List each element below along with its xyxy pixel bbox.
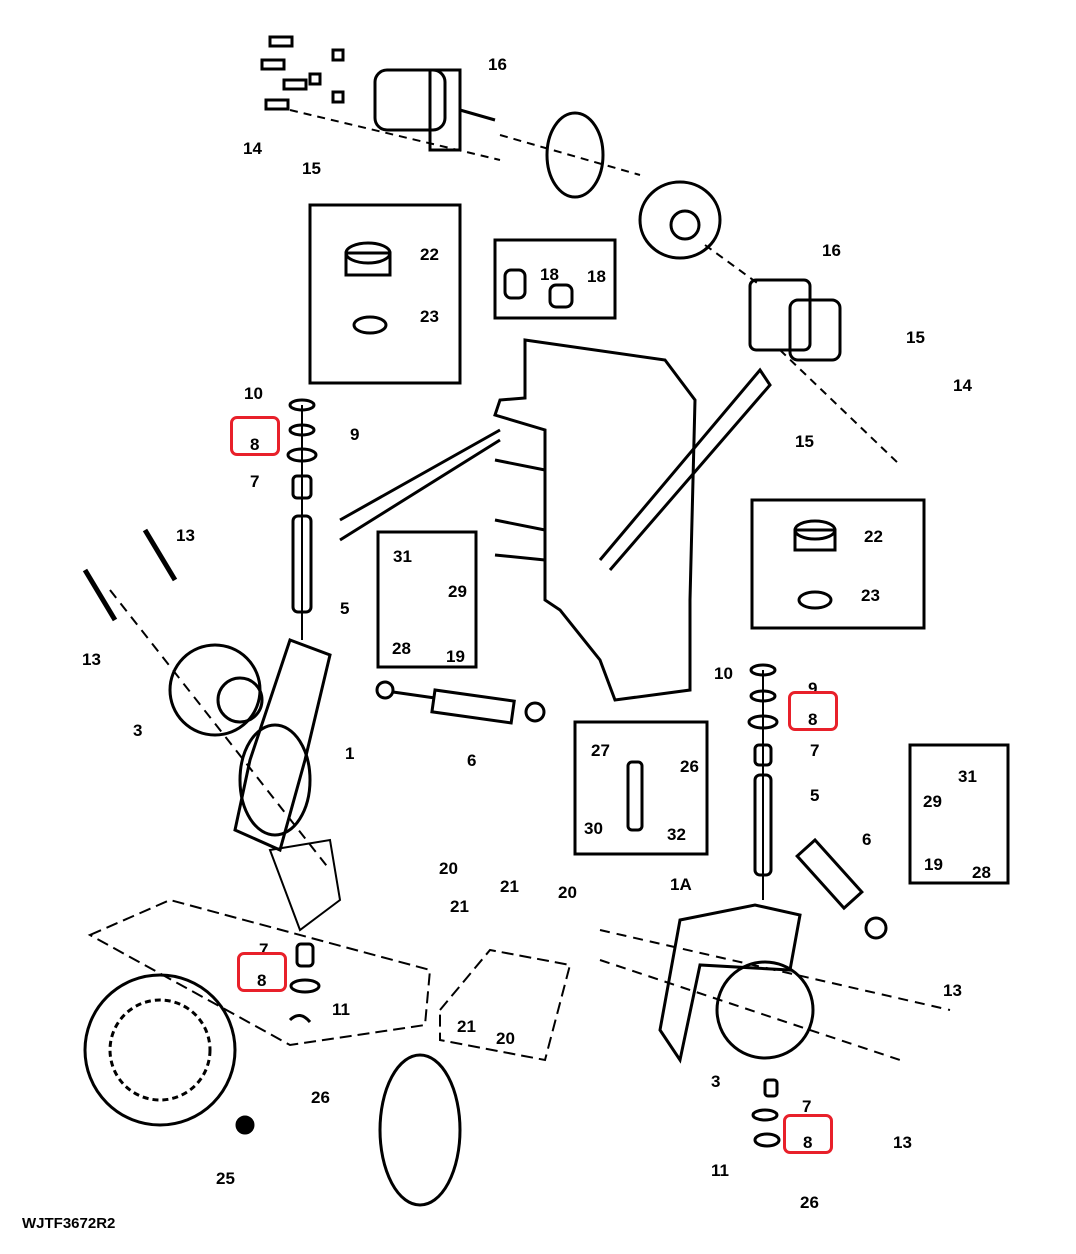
callout-16: 16 xyxy=(822,241,841,260)
track-wheel-left xyxy=(83,898,432,1135)
callout-20: 20 xyxy=(558,883,577,902)
highlight-box xyxy=(783,1114,833,1154)
callout-25: 25 xyxy=(216,1169,235,1188)
callout-11: 11 xyxy=(711,1161,729,1180)
callout-29: 29 xyxy=(923,792,942,811)
hydraulic-motor-top xyxy=(260,35,501,161)
callout-8: 8 xyxy=(808,710,818,729)
callout-30: 30 xyxy=(584,819,603,838)
callout-14: 14 xyxy=(243,139,262,158)
callout-16: 16 xyxy=(488,55,507,74)
callout-21: 21 xyxy=(450,897,469,916)
callout-13: 13 xyxy=(943,981,962,1000)
callout-26: 26 xyxy=(311,1088,330,1107)
callout-20: 20 xyxy=(496,1029,515,1048)
callout-26: 26 xyxy=(800,1193,819,1212)
callout-1: 1 xyxy=(345,744,355,763)
callout-14: 14 xyxy=(953,376,972,395)
inset-box-bearing-top xyxy=(308,203,462,385)
callout-13: 13 xyxy=(82,650,101,669)
callout-19: 19 xyxy=(446,647,465,666)
callout-28: 28 xyxy=(972,863,991,882)
spindle-stack-lower-left xyxy=(268,838,342,1024)
callout-5: 5 xyxy=(340,599,350,618)
callout-18: 18 xyxy=(540,265,559,284)
callout-8: 8 xyxy=(803,1133,813,1152)
callout-15: 15 xyxy=(795,432,814,451)
hydraulic-cylinder-right xyxy=(795,837,888,940)
callout-7: 7 xyxy=(250,472,260,491)
callout-8: 8 xyxy=(257,971,267,990)
gear-pair xyxy=(499,111,761,286)
callout-7: 7 xyxy=(810,741,820,760)
leg-assembly-left xyxy=(82,528,332,871)
hydraulic-cylinder-center xyxy=(375,680,546,725)
callout-6: 6 xyxy=(467,751,477,770)
callout-5: 5 xyxy=(810,786,820,805)
inset-box-pins-left xyxy=(376,530,478,669)
hydraulic-motor-right xyxy=(748,278,901,466)
callout-6: 6 xyxy=(862,830,872,849)
callout-15: 15 xyxy=(906,328,925,347)
spindle-stack-right xyxy=(747,663,779,900)
callout-8: 8 xyxy=(250,435,260,454)
callout-15: 15 xyxy=(302,159,321,178)
callout-3: 3 xyxy=(133,721,143,740)
callout-27: 27 xyxy=(591,741,610,760)
callout-28: 28 xyxy=(392,639,411,658)
callout-32: 32 xyxy=(667,825,686,844)
callout-23: 23 xyxy=(420,307,439,326)
callout-13: 13 xyxy=(893,1133,912,1152)
callout-13: 13 xyxy=(176,526,195,545)
inset-box-bearing-right xyxy=(750,498,926,630)
callout-23: 23 xyxy=(861,586,880,605)
callout-18: 18 xyxy=(587,267,606,286)
callout-22: 22 xyxy=(864,527,883,546)
callout-7: 7 xyxy=(802,1097,812,1116)
callout-20: 20 xyxy=(439,859,458,878)
inset-box-fittings xyxy=(493,238,617,320)
callout-22: 22 xyxy=(420,245,439,264)
callout-19: 19 xyxy=(924,855,943,874)
highlight-box xyxy=(237,952,287,992)
callout-31: 31 xyxy=(393,547,412,566)
callout-3: 3 xyxy=(711,1072,721,1091)
callout-1A: 1A xyxy=(670,875,692,894)
diagram-code: WJTF3672R2 xyxy=(22,1215,116,1232)
callout-9: 9 xyxy=(808,679,818,698)
callout-21: 21 xyxy=(500,877,519,896)
callout-10: 10 xyxy=(244,384,263,403)
callout-31: 31 xyxy=(958,767,977,786)
track-wheel-right xyxy=(378,948,572,1207)
callout-26: 26 xyxy=(680,757,699,776)
leg-assembly-right xyxy=(599,903,951,1148)
callout-7: 7 xyxy=(259,940,269,959)
inset-box-pins-center xyxy=(573,720,709,856)
highlight-box xyxy=(230,416,280,456)
callout-11: 11 xyxy=(332,1000,350,1019)
callout-29: 29 xyxy=(448,582,467,601)
callout-10: 10 xyxy=(714,664,733,683)
spindle-stack-left xyxy=(286,398,318,640)
callout-21: 21 xyxy=(457,1017,476,1036)
callout-9: 9 xyxy=(350,425,360,444)
inset-box-pins-right xyxy=(908,743,1010,885)
frame-assembly xyxy=(339,338,772,702)
highlight-box xyxy=(788,691,838,731)
